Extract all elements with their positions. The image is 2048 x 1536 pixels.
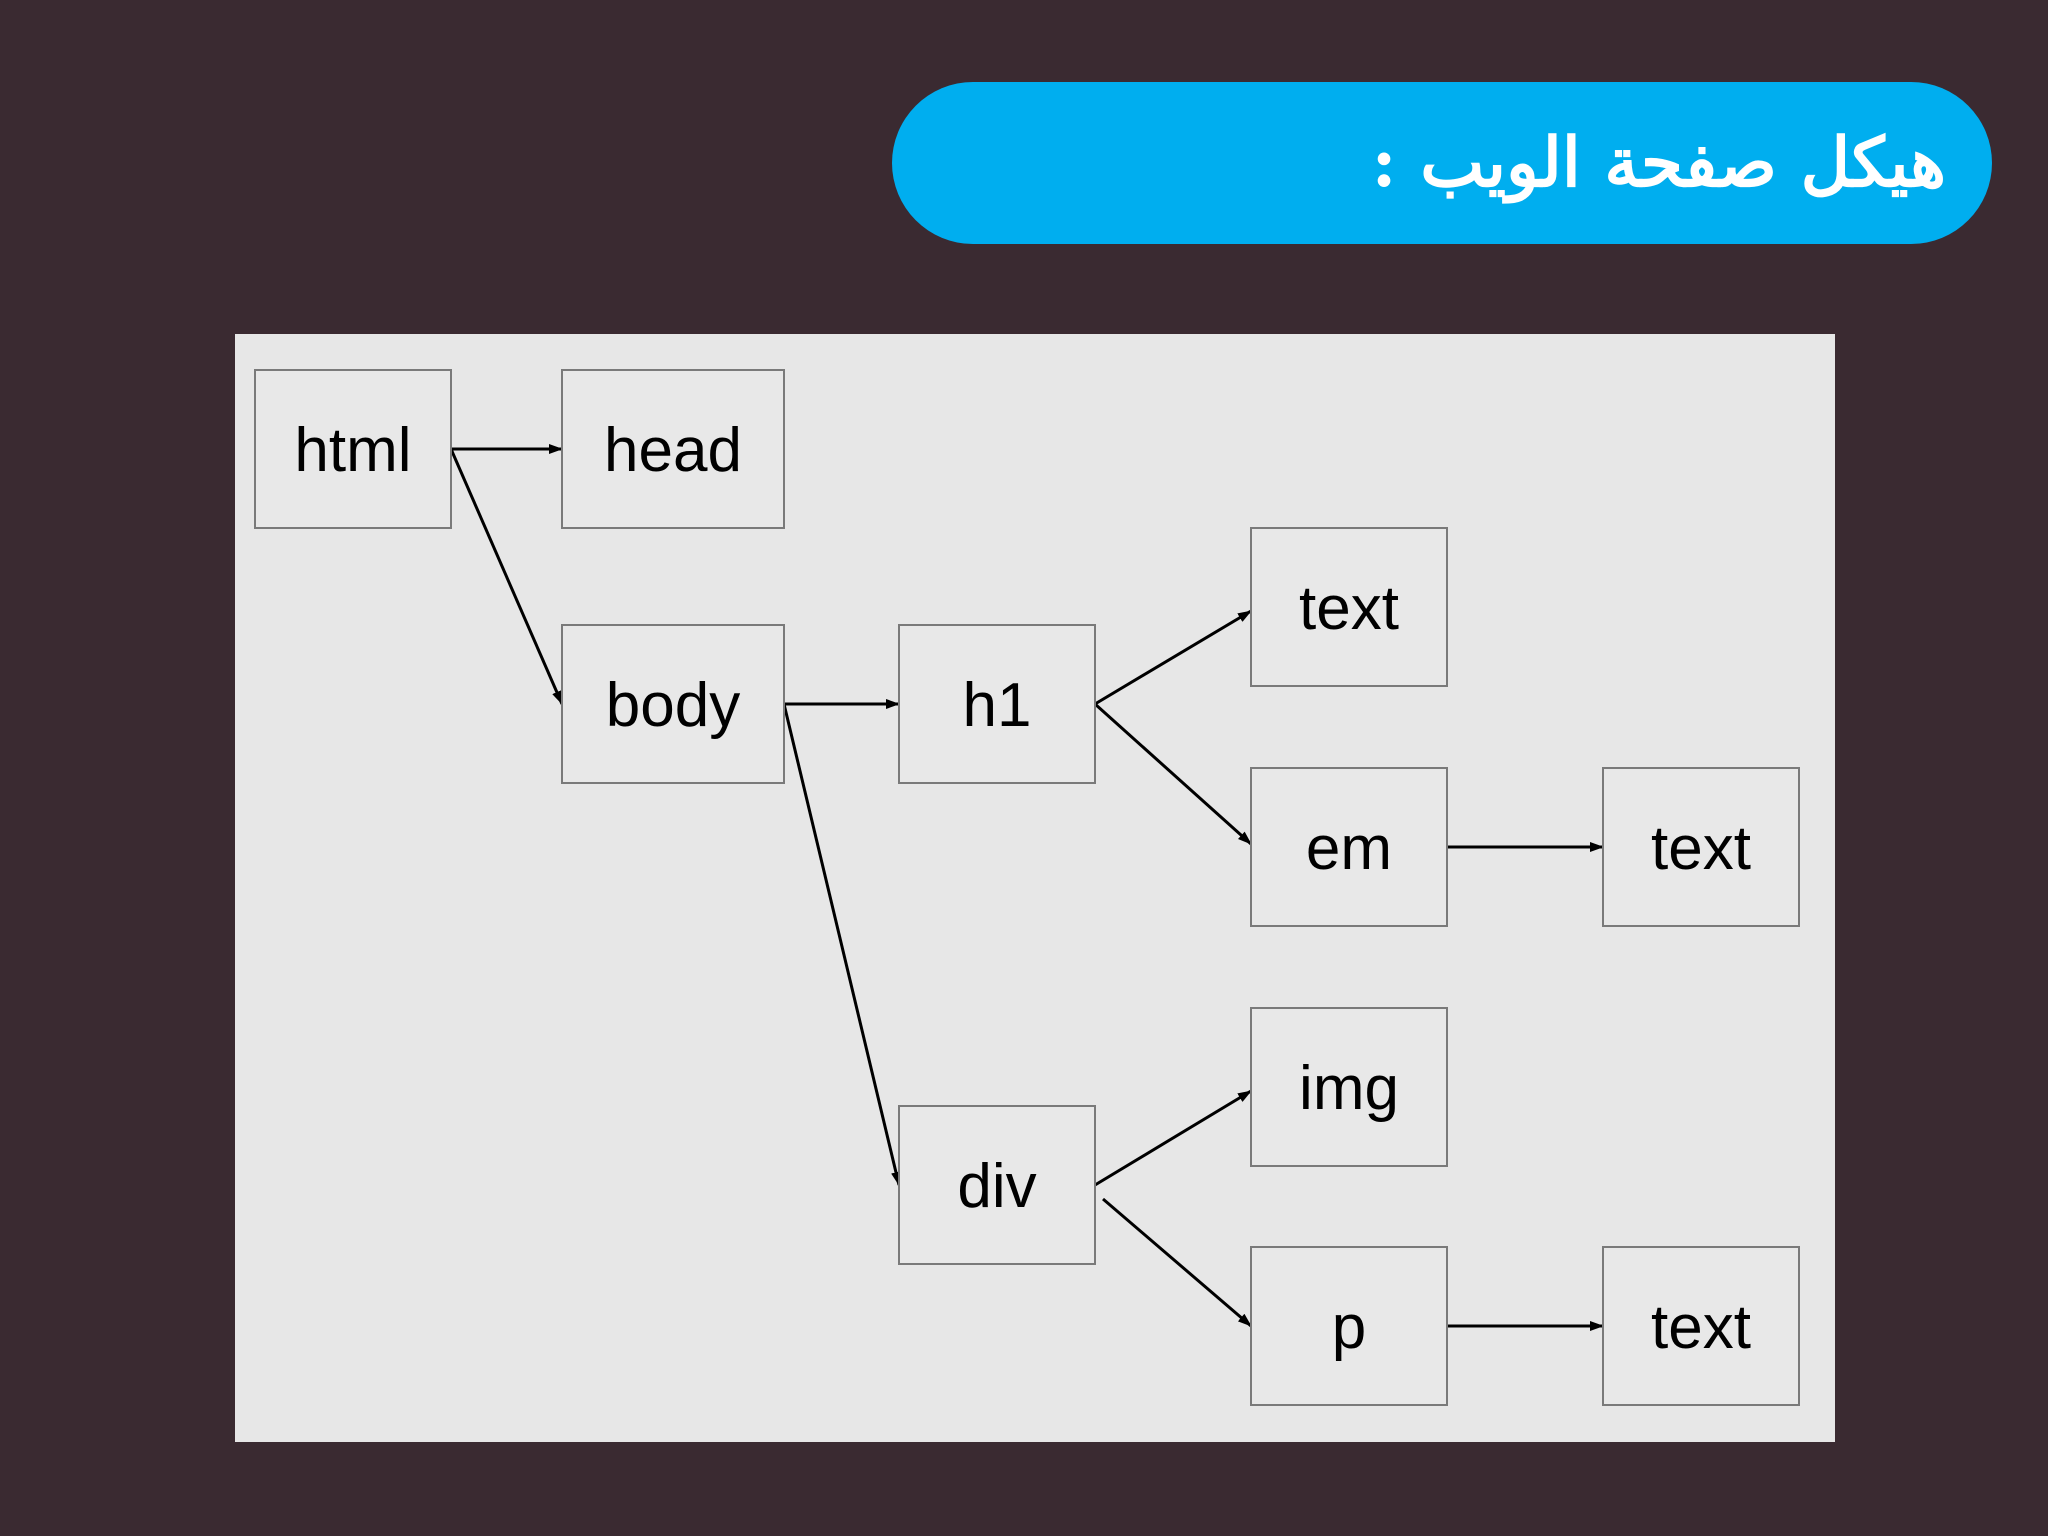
node-em: em (1250, 767, 1448, 927)
node-label-p: p (1332, 1293, 1366, 1362)
node-label-head: head (604, 416, 742, 485)
node-box-text3 (1602, 1246, 1800, 1406)
node-box-body (561, 624, 785, 784)
slide-title: هيكل صفحة الويب : (1371, 123, 1946, 203)
edge-html-to-body (449, 448, 564, 705)
dom-tree-svg: html head body h1 text em text div img p text (254, 369, 1800, 1406)
node-box-head (561, 369, 785, 529)
dom-tree-diagram: html head body h1 text em text div img p text (235, 334, 1835, 1442)
edge-h1-to-text1 (1094, 609, 1252, 706)
edges-layer (449, 444, 1604, 1331)
node-p: p (1250, 1246, 1448, 1406)
node-html: html (254, 369, 452, 529)
node-label-text2: text (1651, 814, 1751, 883)
node-box-img (1250, 1007, 1448, 1167)
edge-div-to-p (1102, 1197, 1252, 1328)
node-h1: h1 (898, 624, 1096, 784)
node-label-text3: text (1651, 1293, 1751, 1362)
node-label-h1: h1 (963, 671, 1032, 740)
node-box-text2 (1602, 767, 1800, 927)
node-label-html: html (294, 416, 411, 485)
node-box-p (1250, 1246, 1448, 1406)
node-box-h1 (898, 624, 1096, 784)
node-box-html (254, 369, 452, 529)
node-body: body (561, 624, 785, 784)
node-label-text1: text (1299, 574, 1399, 643)
node-text2: text (1602, 767, 1800, 927)
node-img: img (1250, 1007, 1448, 1167)
node-box-text1 (1250, 527, 1448, 687)
node-label-img: img (1299, 1054, 1399, 1123)
node-text1: text (1250, 527, 1448, 687)
edge-body-to-div (782, 703, 901, 1186)
node-label-em: em (1306, 814, 1392, 883)
nodes-layer: html head body h1 text em text div img p text (254, 369, 1800, 1406)
node-head: head (561, 369, 785, 529)
node-label-body: body (606, 671, 740, 740)
title-banner: هيكل صفحة الويب : (892, 82, 1992, 244)
node-div: div (898, 1105, 1096, 1265)
edge-h1-to-em (1093, 702, 1253, 846)
node-box-em (1250, 767, 1448, 927)
edge-div-to-img (1094, 1089, 1252, 1187)
node-label-div: div (957, 1152, 1036, 1221)
node-text3: text (1602, 1246, 1800, 1406)
node-box-div (898, 1105, 1096, 1265)
